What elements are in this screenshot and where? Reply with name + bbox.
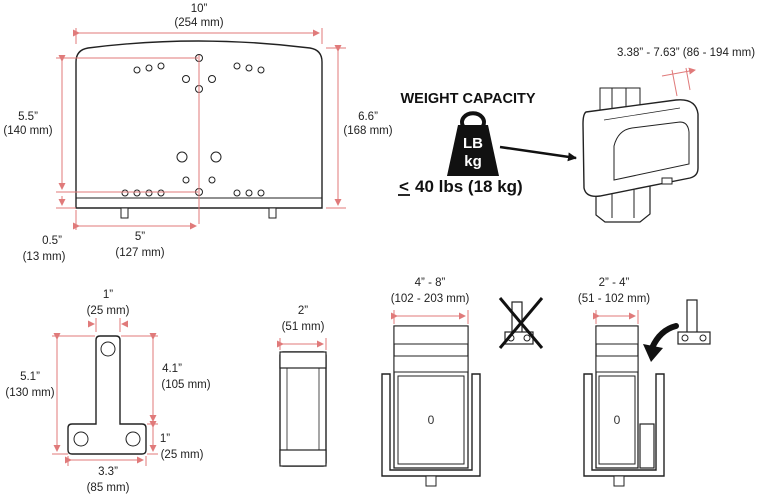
cradle-wide-range-label: 4” - 8”: [415, 277, 446, 289]
t-bracket-dimension-lines: [52, 318, 158, 466]
weight-pointer-arrow: [499, 145, 577, 162]
weight-icon: [447, 111, 499, 176]
cradle-wide: [381, 325, 481, 487]
side-depth-metric: (51 mm): [282, 321, 325, 333]
side-profile: [279, 351, 327, 467]
t-bracket-stem-label: 4.1”: [162, 363, 182, 375]
plate-offset-label: 0.5”: [42, 235, 62, 247]
cradle-narrow-label: 0: [614, 413, 621, 427]
plate-dimension-lines: [56, 28, 346, 230]
t-bracket-stem-metric: (105 mm): [161, 379, 210, 391]
insert-bracket-icon: [677, 299, 711, 345]
plate-width-label: 10”: [191, 3, 208, 15]
curved-arrow-icon: [643, 323, 679, 362]
plate-height-metric: (168 mm): [343, 125, 392, 137]
plate-offset-metric: (13 mm): [23, 251, 66, 263]
t-bracket-top-width-metric: (25 mm): [87, 305, 130, 317]
weight-capacity-title: WEIGHT CAPACITY: [400, 91, 535, 107]
plate-inner-height-metric: (140 mm): [3, 125, 52, 137]
hole-spacing-label: 5”: [135, 231, 145, 243]
weight-icon-unit-lb: LB: [463, 135, 483, 152]
side-depth-label: 2”: [298, 305, 308, 317]
weight-limit-value: 40 lbs (18 kg): [415, 177, 523, 196]
cradle-wide-label: 0: [428, 413, 435, 427]
t-bracket-foot-metric: (25 mm): [161, 449, 204, 461]
cradle-narrow: [583, 325, 665, 487]
t-bracket-height-metric: (130 mm): [5, 387, 54, 399]
t-bracket-height-label: 5.1”: [20, 371, 40, 383]
t-bracket-foot-label: 1”: [160, 433, 170, 445]
weight-icon-unit-kg: kg: [464, 153, 482, 170]
hole-spacing-metric: (127 mm): [115, 247, 164, 259]
clamp-holder-illustration: [582, 87, 699, 223]
t-bracket-base-width-label: 3.3”: [98, 466, 118, 478]
crossed-out-bracket-icon: [498, 297, 544, 349]
holder-range-label: 3.38” - 7.63” (86 - 194 mm): [617, 47, 755, 59]
plate-inner-height-label: 5.5”: [18, 111, 38, 123]
cradle-narrow-range-metric: (51 - 102 mm): [578, 293, 650, 305]
t-bracket-top-width-label: 1”: [103, 289, 113, 301]
plate-width-metric: (254 mm): [174, 17, 223, 29]
weight-limit-symbol: <: [399, 177, 409, 196]
cradle-wide-range-metric: (102 - 203 mm): [391, 293, 470, 305]
t-bracket-base-width-metric: (85 mm): [87, 482, 130, 494]
t-bracket: [67, 335, 147, 455]
cradle-narrow-range-label: 2” - 4”: [599, 277, 630, 289]
plate-height-label: 6.6”: [358, 111, 378, 123]
